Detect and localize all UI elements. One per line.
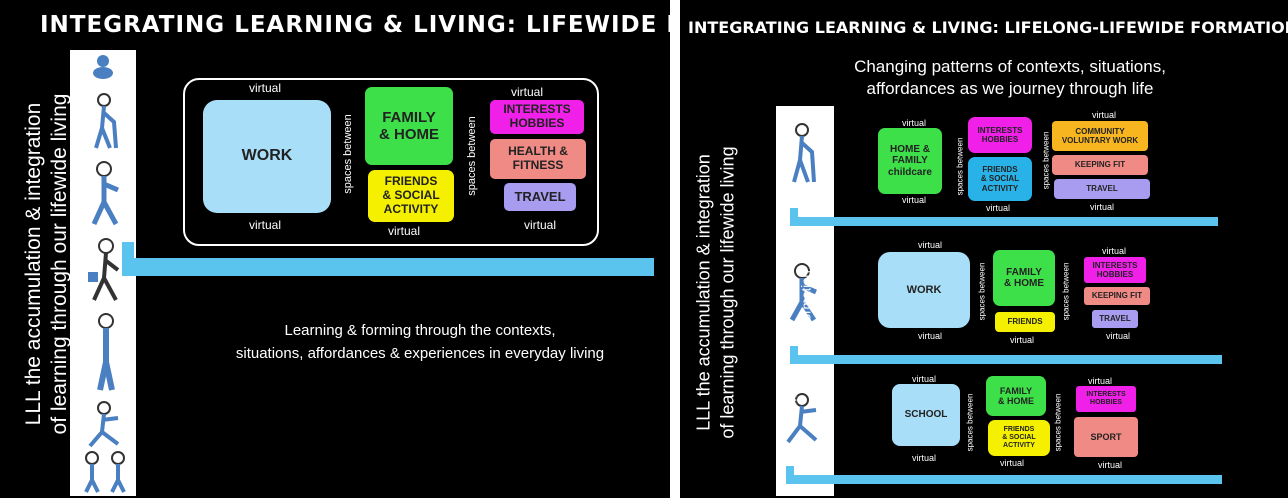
work-box: WORK: [203, 100, 331, 213]
right-subtitle: Changing patterns of contexts, situation…: [854, 57, 1166, 99]
spaces-between-label: spaces between: [1053, 393, 1063, 452]
keeping-fit-box: KEEPING FIT: [1052, 155, 1148, 175]
timeline-bar-middle: [790, 355, 1222, 364]
spaces-between-label: spaces between: [342, 114, 354, 194]
virtual-label: virtual: [249, 218, 282, 232]
baby-figure-icon: [93, 55, 113, 79]
virtual-label: virtual: [1010, 335, 1035, 345]
virtual-label: virtual: [918, 240, 943, 250]
family-home-box: FAMILY & HOME: [986, 376, 1046, 416]
travel-box: TRAVEL: [1054, 179, 1150, 199]
running-child-icon: [88, 401, 120, 448]
left-side-text-2: of learning through our lifewide living: [48, 93, 71, 435]
school-box: SCHOOL: [892, 384, 960, 446]
family-home-box: FAMILY & HOME: [993, 250, 1055, 306]
interests-hobbies-box: INTERESTS HOBBIES: [968, 117, 1032, 153]
right-side-text-2: of learning through our lifewide living: [717, 146, 738, 439]
left-side-text-1: LLL the accumulation & integration: [22, 102, 45, 426]
virtual-label: virtual: [1000, 458, 1025, 468]
interests-hobbies-box: INTERESTS HOBBIES: [490, 100, 584, 134]
timeline-bar-lower: [786, 475, 1222, 484]
timeline-bar-riser: [122, 242, 134, 276]
interests-hobbies-box: INTERESTS HOBBIES: [1076, 386, 1136, 412]
spaces-between-label: spaces between: [1061, 262, 1071, 321]
left-title: INTEGRATING LEARNING & LIVING: LIFEWIDE …: [40, 12, 670, 38]
travel-box: TRAVEL: [504, 183, 576, 211]
virtual-label: virtual: [1092, 110, 1117, 120]
virtual-label: virtual: [902, 195, 927, 205]
virtual-label: virtual: [388, 224, 421, 238]
virtual-label: virtual: [912, 453, 937, 463]
sport-box: SPORT: [1074, 417, 1138, 457]
left-caption: Learning & forming through the contexts,…: [235, 322, 605, 362]
spaces-between-label: spaces between: [1041, 131, 1051, 190]
virtual-label: virtual: [1106, 331, 1131, 341]
virtual-label: virtual: [511, 85, 544, 99]
virtual-label: virtual: [912, 374, 937, 384]
timeline-bar: [122, 258, 654, 276]
virtual-label: virtual: [1090, 202, 1115, 212]
running-child-icon: [786, 393, 818, 444]
standing-figure-icon: [97, 313, 115, 391]
adult-figure-icon: [789, 263, 817, 322]
formation-label: formation: [798, 270, 814, 325]
spaces-between-label: spaces between: [955, 137, 965, 196]
timeline-bar-riser: [790, 346, 798, 364]
timeline-bar-riser: [786, 466, 794, 484]
home-family-childcare-box: HOME & FAMILY childcare: [878, 128, 942, 194]
friends-box: FRIENDS: [995, 312, 1055, 332]
interests-hobbies-box: INTERESTS HOBBIES: [1084, 257, 1146, 283]
elderly-figure-icon: [792, 123, 816, 183]
left-slide: INTEGRATING LEARNING & LIVING: LIFEWIDE …: [0, 0, 670, 498]
spaces-between-label: spaces between: [977, 262, 987, 321]
family-home-box: FAMILY & HOME: [365, 87, 453, 165]
work-box: WORK: [878, 252, 970, 328]
timeline-bar-upper: [790, 217, 1218, 226]
contexts-frame: [183, 78, 599, 246]
elderly-figure-icon: [94, 93, 118, 149]
children-figures-icon: [84, 451, 126, 493]
keeping-fit-box: KEEPING FIT: [1084, 287, 1150, 305]
right-slide: INTEGRATING LEARNING & LIVING: LIFELONG-…: [680, 0, 1288, 498]
adult-figure-icon: [91, 161, 119, 226]
friends-social-box: FRIENDS & SOCIAL ACTIVITY: [988, 420, 1050, 456]
right-side-text-1: LLL the accumulation & integration: [693, 154, 714, 431]
virtual-label: virtual: [918, 331, 943, 341]
timeline-bar-riser: [790, 208, 798, 226]
virtual-label: virtual: [1102, 246, 1127, 256]
spaces-between-label: spaces between: [965, 393, 975, 452]
health-fitness-box: HEALTH & FITNESS: [490, 139, 586, 179]
virtual-label: virtual: [1088, 376, 1113, 386]
virtual-label: virtual: [524, 218, 557, 232]
virtual-label: virtual: [986, 203, 1011, 213]
community-voluntary-box: COMMUNITY VOLUNTARY WORK: [1052, 121, 1148, 151]
friends-social-box: FRIENDS & SOCIAL ACTIVITY: [368, 170, 454, 222]
formation-label: formation: [784, 366, 800, 421]
travel-box: TRAVEL: [1092, 310, 1138, 328]
right-title: INTEGRATING LEARNING & LIVING: LIFELONG-…: [688, 18, 1288, 37]
spaces-between-label: spaces between: [466, 116, 478, 196]
virtual-label: virtual: [902, 118, 927, 128]
friends-social-box: FRIENDS & SOCIAL ACTIVITY: [968, 157, 1032, 201]
walking-figure-icon: [88, 238, 120, 301]
virtual-label: virtual: [1098, 460, 1123, 470]
virtual-label: virtual: [249, 81, 282, 95]
